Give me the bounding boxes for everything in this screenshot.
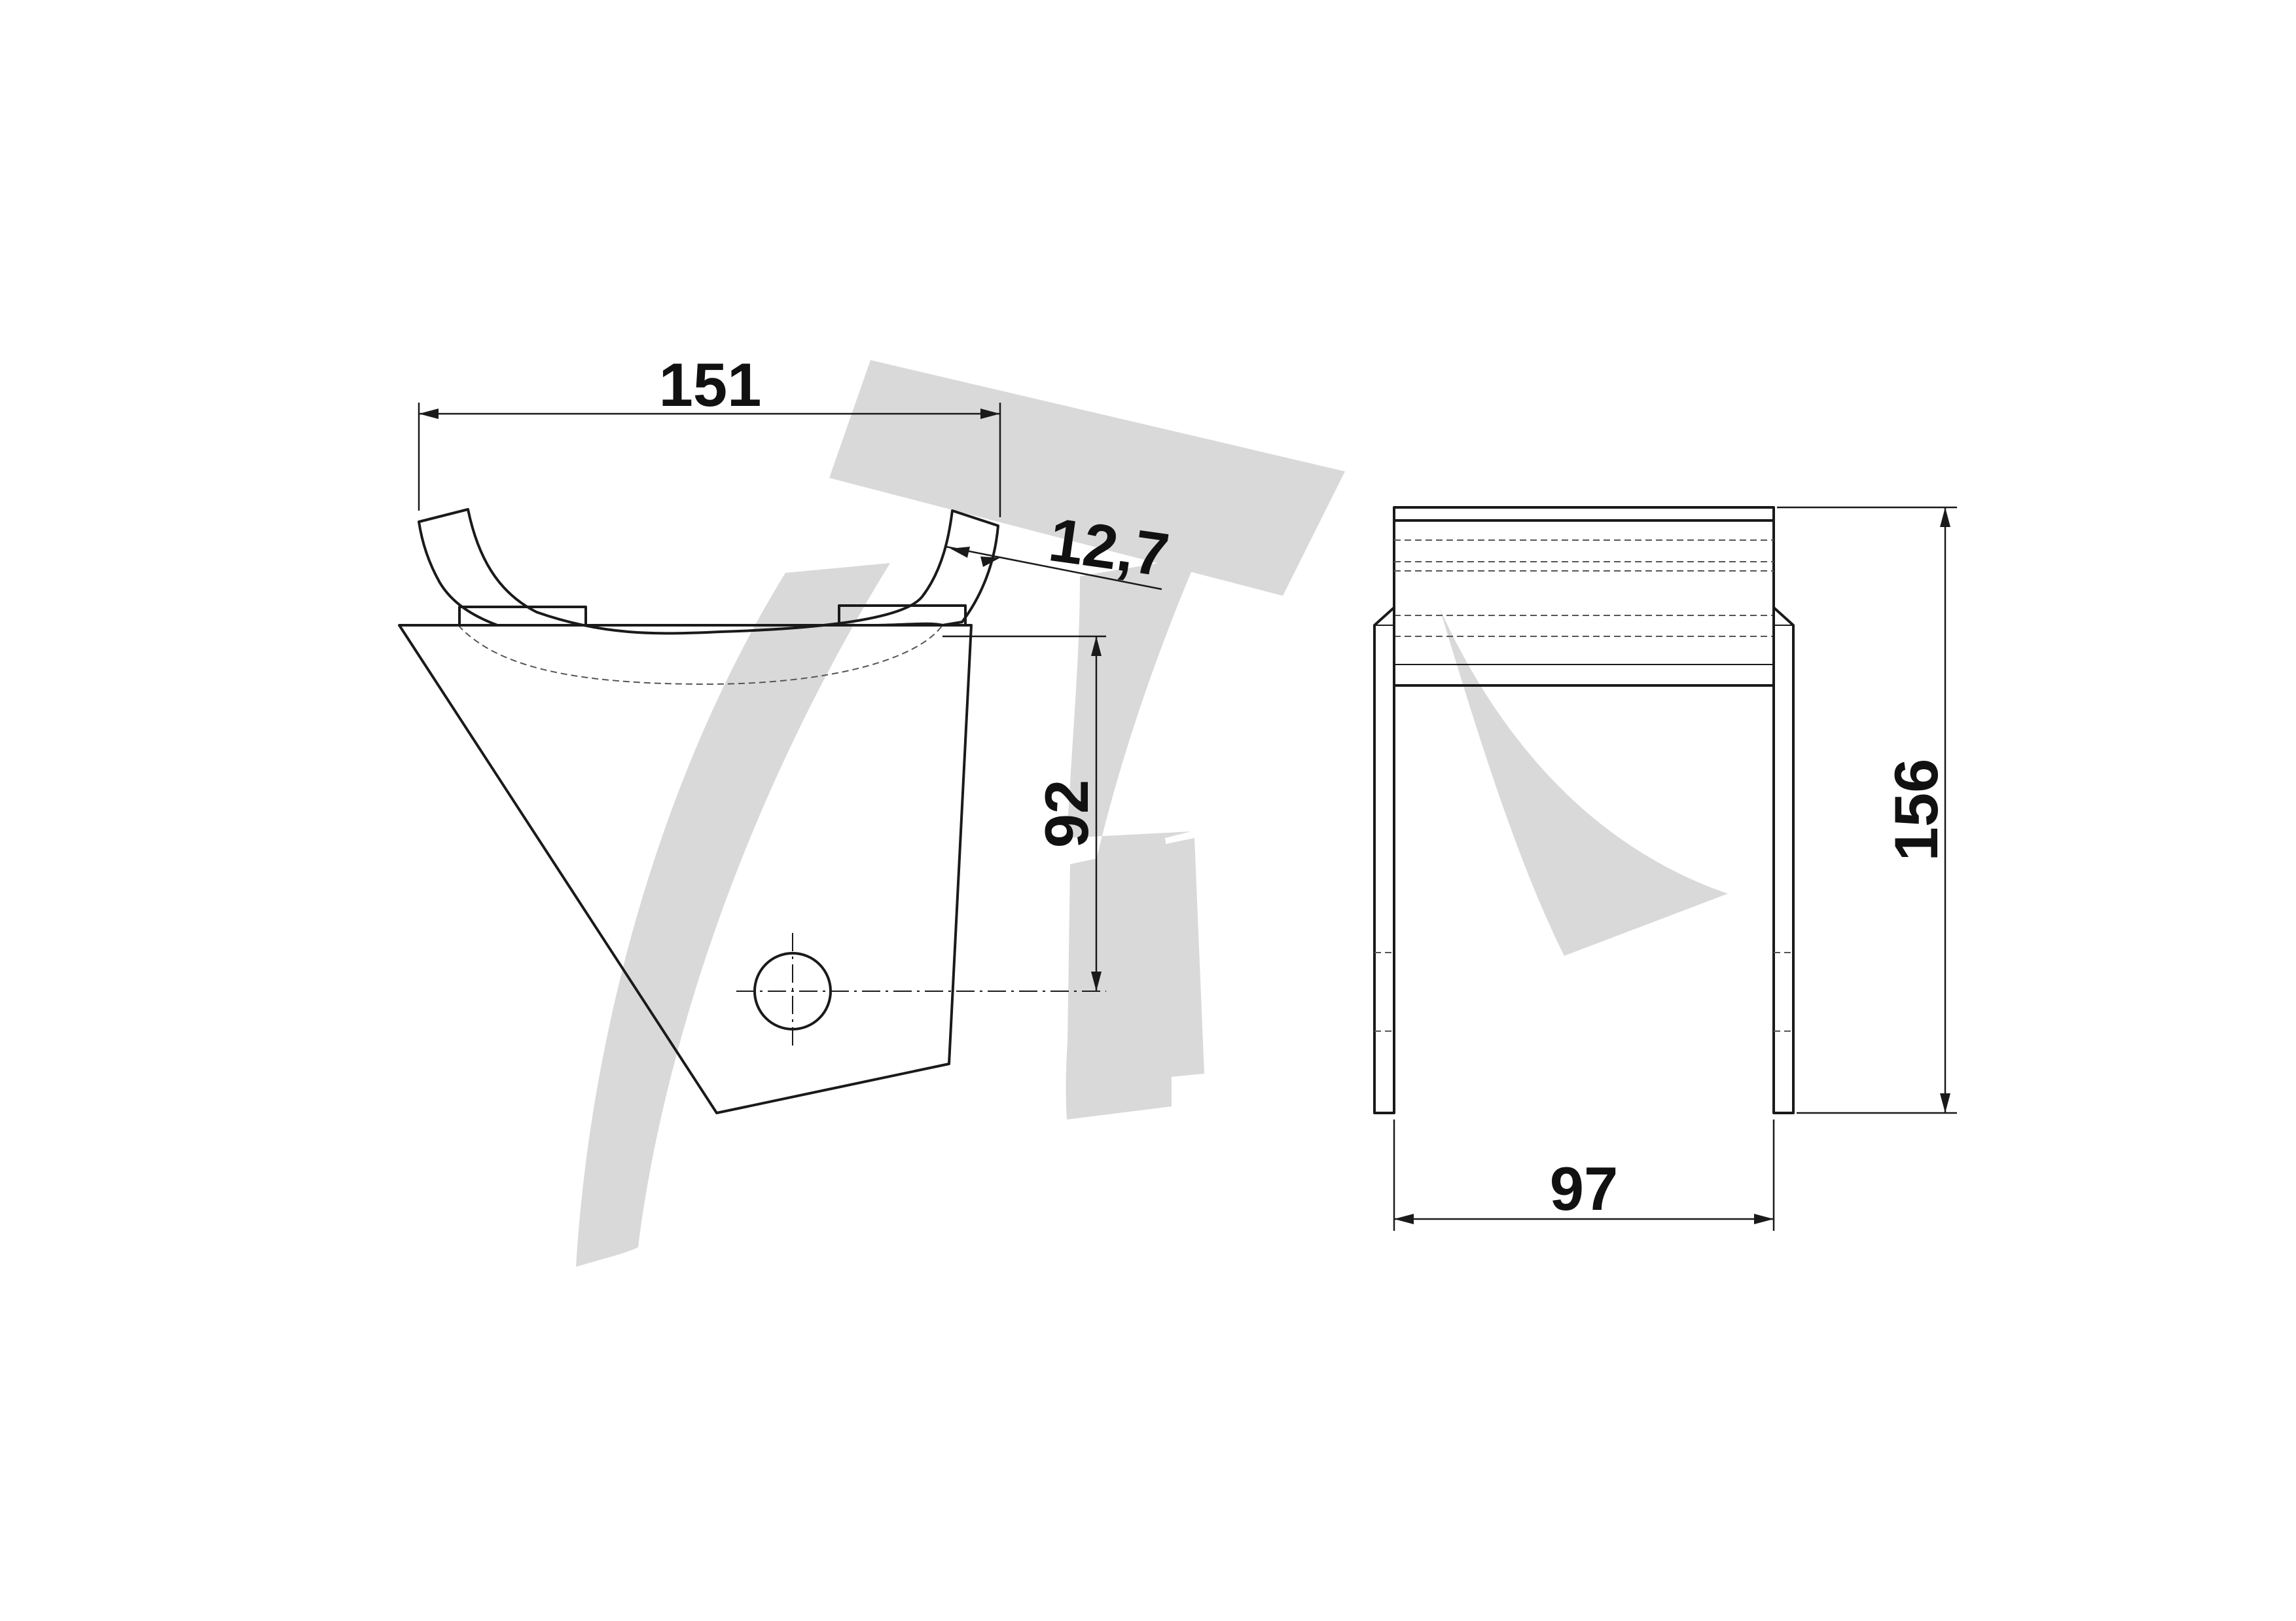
u-tube xyxy=(418,508,999,635)
side-body xyxy=(1393,519,1775,687)
side-top-bar xyxy=(1393,506,1775,522)
dimension-side-width: 97 xyxy=(1393,1120,1775,1231)
front-view xyxy=(398,508,1106,1114)
hole-height-label: 92 xyxy=(1032,780,1101,848)
hidden-tube-arc xyxy=(457,625,943,685)
side-width-label: 97 xyxy=(1550,1154,1619,1223)
tube-diameter-label: 12,7 xyxy=(1045,505,1174,589)
side-view xyxy=(1373,506,1795,1114)
overall-width-label: 151 xyxy=(659,350,762,419)
dimension-hole-height: 92 xyxy=(942,635,1106,991)
watermark-logo xyxy=(576,360,1728,1267)
overall-height-label: 156 xyxy=(1882,759,1950,862)
dimension-tube-diameter: 12,7 xyxy=(945,505,1174,591)
dimension-overall-height: 156 xyxy=(1777,506,1957,1114)
dimension-overall-width: 151 xyxy=(418,350,1001,517)
